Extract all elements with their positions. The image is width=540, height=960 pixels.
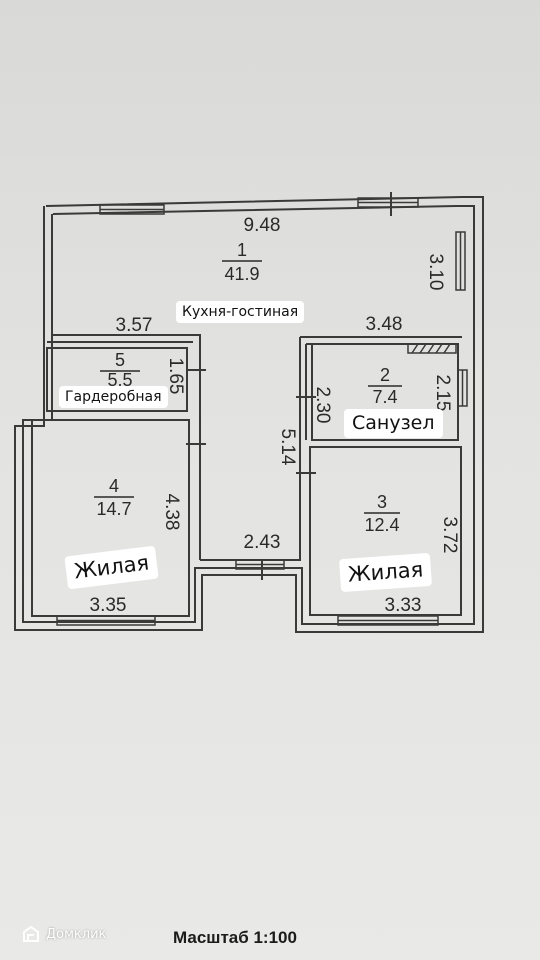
- dim-bath-right: 2.15: [432, 375, 453, 412]
- dim-bedroom-right-bottom: 3.33: [385, 595, 422, 616]
- vent-duct: [407, 343, 457, 354]
- room-2-area: 7.4: [372, 387, 397, 407]
- room-2-number: 2: [380, 365, 390, 385]
- label-wardrobe: Гардеробная: [59, 386, 168, 408]
- dim-top-width: 9.48: [244, 215, 281, 236]
- outer-wall-inner: [22, 205, 475, 625]
- window-bottom-right: [337, 615, 439, 626]
- label-bathroom: Санузел: [344, 409, 443, 438]
- window-right: [455, 231, 466, 291]
- room-3-number: 3: [377, 492, 387, 512]
- dim-bath-left: 2.30: [312, 387, 333, 424]
- label-kitchen-living: Кухня-гостиная: [176, 301, 305, 323]
- window-bath: [457, 369, 468, 407]
- outer-wall-outer: [14, 196, 484, 633]
- dim-living-right: 3.48: [366, 314, 403, 335]
- dim-bedroom-left-bottom: 3.35: [90, 595, 127, 616]
- corridor-right-wall: [200, 337, 301, 561]
- dim-corridor: 5.14: [277, 429, 298, 466]
- dim-bedroom-left-side: 4.38: [161, 494, 182, 531]
- scale-label: Масштаб 1:100: [173, 928, 297, 947]
- dim-living-left: 3.57: [116, 315, 153, 336]
- label-bedroom-right: Жилая: [338, 552, 433, 593]
- bedroom-right-room: [309, 446, 462, 616]
- room-4-number: 4: [109, 476, 119, 496]
- dim-wardrobe-side: 1.65: [165, 358, 186, 395]
- living-left-wall: [53, 334, 201, 560]
- room-1-area: 41.9: [224, 264, 259, 284]
- room-3-area: 12.4: [364, 515, 399, 535]
- room-5-number: 5: [115, 350, 125, 370]
- dim-corridor-bottom: 2.43: [244, 532, 281, 553]
- room-1-number: 1: [237, 240, 247, 260]
- window-corridor: [235, 559, 285, 570]
- dim-bedroom-right-side: 3.72: [439, 517, 460, 554]
- watermark-text: Домклик: [46, 926, 107, 942]
- house-logo-icon: [23, 925, 39, 942]
- room-5-area: 5.5: [107, 370, 132, 390]
- window-top-left: [99, 204, 165, 215]
- wardrobe-room: [46, 347, 188, 412]
- watermark: Домклик: [22, 925, 106, 943]
- window-bottom-left: [56, 615, 156, 626]
- dim-right-top: 3.10: [425, 254, 446, 291]
- room-4-area: 14.7: [96, 499, 131, 519]
- window-top-right: [357, 197, 419, 208]
